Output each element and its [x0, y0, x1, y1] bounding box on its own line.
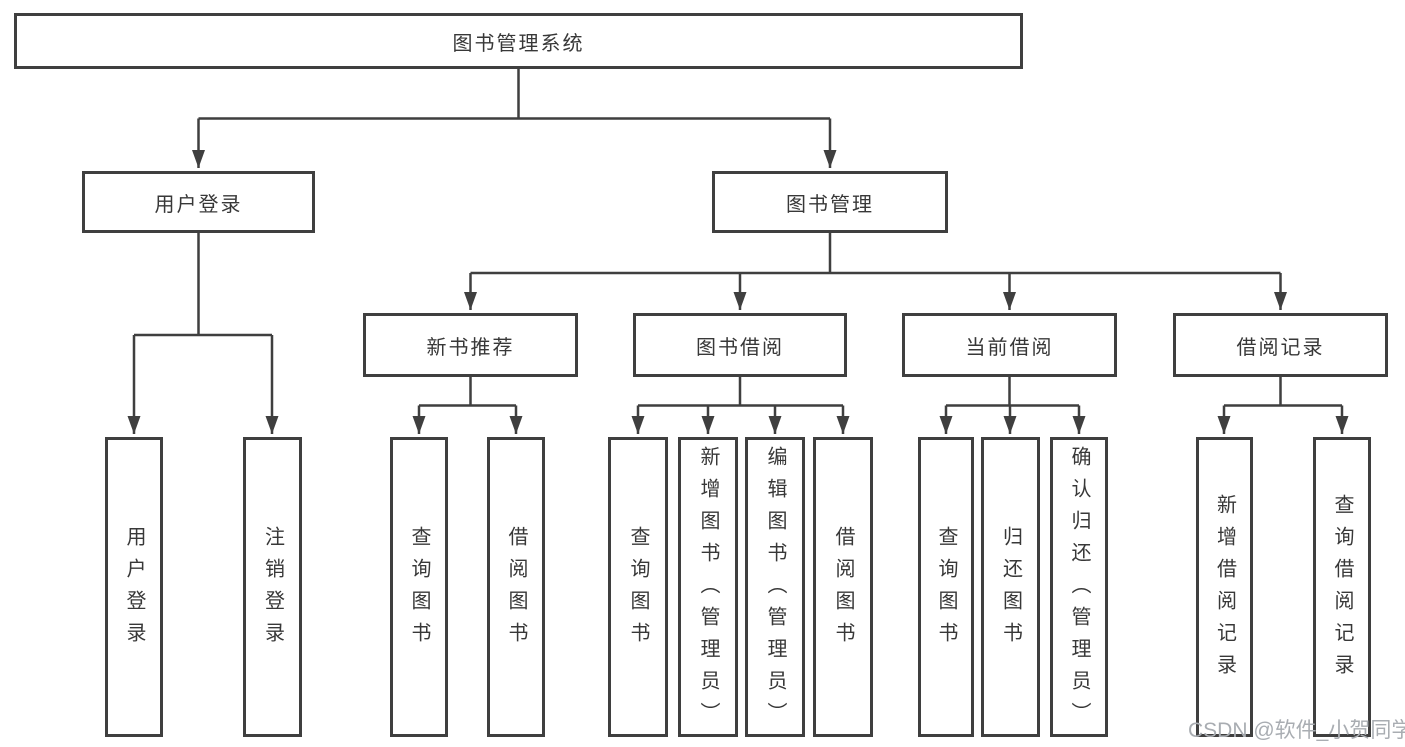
leaf-query-books-current: 查询图书: [918, 437, 974, 737]
leaf-return-books: 归还图书: [981, 437, 1040, 737]
node-current-borrowing: 当前借阅: [902, 313, 1117, 377]
leaf-add-book-admin: 新增图书（管理员）: [678, 437, 738, 737]
csdn-watermark: CSDN @软件_小贺同学: [1188, 719, 1405, 742]
node-label: 当前借阅: [965, 336, 1054, 359]
leaf-borrow-books-recommend: 借阅图书: [487, 437, 545, 737]
leaf-label: 新增图书（管理员）: [697, 446, 719, 734]
node-label: 图书借阅: [696, 336, 784, 359]
node-new-book-recommend: 新书推荐: [363, 313, 578, 377]
leaf-label: 确认归还（管理员）: [1068, 446, 1090, 734]
leaf-query-books-recommend: 查询图书: [390, 437, 448, 737]
node-book-management: 图书管理: [712, 171, 948, 233]
leaf-label: 查询图书: [935, 526, 957, 654]
node-book-borrowing: 图书借阅: [633, 313, 847, 377]
leaf-label: 编辑图书（管理员）: [764, 446, 786, 734]
leaf-add-borrow-record: 新增借阅记录: [1196, 437, 1253, 737]
root-label: 图书管理系统: [452, 32, 585, 55]
leaf-user-login: 用户登录: [105, 437, 163, 737]
leaf-label: 查询图书: [627, 526, 649, 654]
node-label: 图书管理: [786, 193, 874, 216]
node-library-system-root: 图书管理系统: [14, 13, 1023, 69]
leaf-label: 借阅图书: [505, 526, 527, 654]
node-label: 借阅记录: [1236, 336, 1325, 359]
node-borrowing-records: 借阅记录: [1173, 313, 1388, 377]
leaf-label: 查询图书: [408, 526, 430, 654]
leaf-label: 归还图书: [999, 526, 1022, 654]
node-user-login: 用户登录: [82, 171, 315, 233]
leaf-label: 注销登录: [261, 526, 284, 654]
node-label: 新书推荐: [426, 336, 515, 359]
leaf-label: 用户登录: [123, 526, 145, 654]
leaf-query-books-borrowing: 查询图书: [608, 437, 668, 737]
leaf-label: 新增借阅记录: [1213, 494, 1236, 686]
leaf-query-borrow-record: 查询借阅记录: [1313, 437, 1371, 737]
leaf-label: 查询借阅记录: [1331, 494, 1353, 686]
leaf-logout: 注销登录: [243, 437, 302, 737]
leaf-confirm-return-admin: 确认归还（管理员）: [1050, 437, 1108, 737]
leaf-edit-book-admin: 编辑图书（管理员）: [745, 437, 805, 737]
node-label: 用户登录: [154, 193, 243, 216]
leaf-label: 借阅图书: [832, 526, 854, 654]
leaf-borrow-books-borrowing: 借阅图书: [813, 437, 873, 737]
